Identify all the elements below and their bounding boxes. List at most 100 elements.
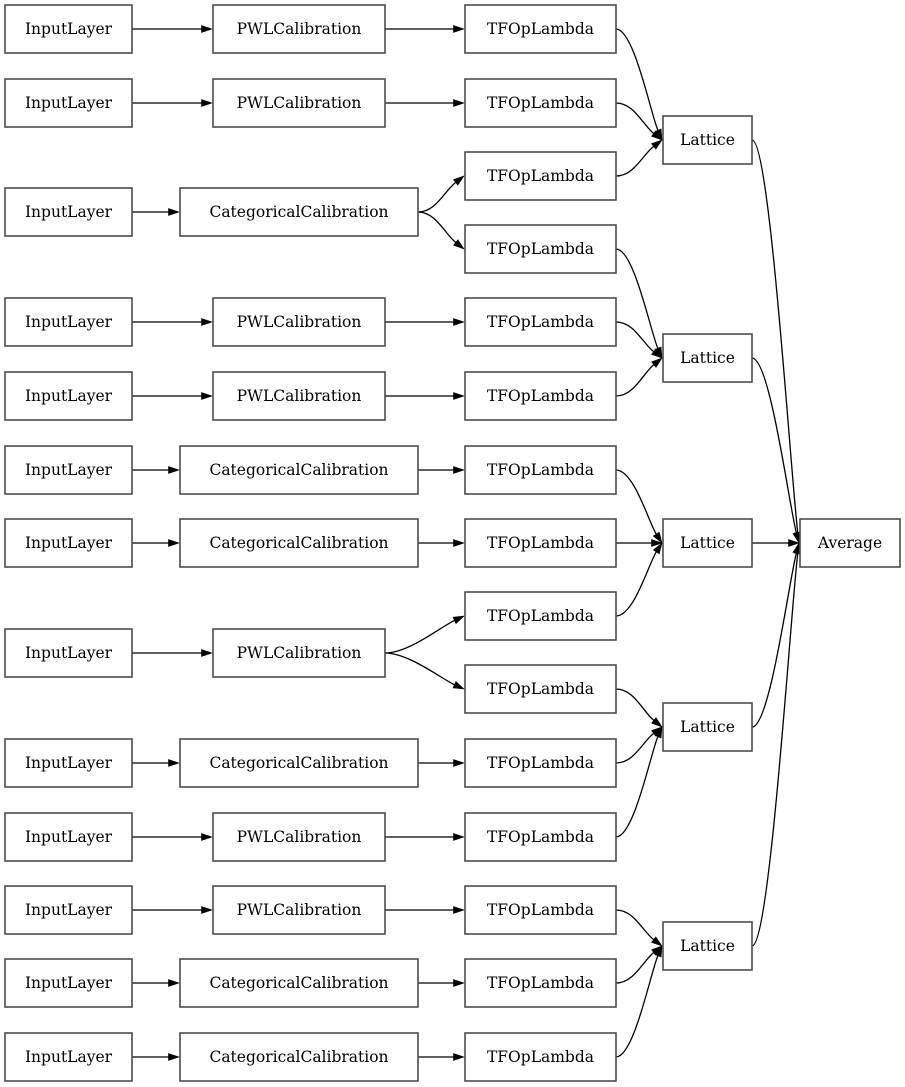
node-box[interactable] (179, 738, 419, 788)
node-box[interactable] (464, 78, 617, 128)
node-categoricalcalibration-cal7[interactable]: CategoricalCalibration (179, 518, 419, 568)
node-tfoplambda-op8[interactable]: TFOpLambda (464, 518, 617, 568)
node-inputlayer-in5[interactable]: InputLayer (4, 371, 133, 421)
node-lattice-lat2[interactable]: Lattice (662, 333, 753, 383)
node-tfoplambda-op6[interactable]: TFOpLambda (464, 371, 617, 421)
node-box[interactable] (662, 333, 753, 383)
node-box[interactable] (464, 738, 617, 788)
node-box[interactable] (212, 297, 386, 347)
node-box[interactable] (4, 371, 133, 421)
node-box[interactable] (179, 445, 419, 495)
node-box[interactable] (4, 518, 133, 568)
node-categoricalcalibration-cal13[interactable]: CategoricalCalibration (179, 1032, 419, 1082)
node-tfoplambda-op14[interactable]: TFOpLambda (464, 958, 617, 1008)
edge-op1-to-lat1 (615, 28, 663, 141)
node-box[interactable] (662, 702, 753, 752)
node-tfoplambda-op4[interactable]: TFOpLambda (464, 224, 617, 274)
node-tfoplambda-op1[interactable]: TFOpLambda (464, 4, 617, 54)
node-box[interactable] (179, 518, 419, 568)
node-pwlcalibration-cal1[interactable]: PWLCalibration (212, 4, 386, 54)
node-pwlcalibration-cal10[interactable]: PWLCalibration (212, 812, 386, 862)
node-pwlcalibration-cal5[interactable]: PWLCalibration (212, 371, 386, 421)
node-inputlayer-in8[interactable]: InputLayer (4, 628, 133, 678)
node-tfoplambda-op2[interactable]: TFOpLambda (464, 78, 617, 128)
node-tfoplambda-op11[interactable]: TFOpLambda (464, 738, 617, 788)
node-inputlayer-in10[interactable]: InputLayer (4, 812, 133, 862)
node-pwlcalibration-cal8[interactable]: PWLCalibration (212, 628, 386, 678)
node-box[interactable] (464, 664, 617, 714)
node-lattice-lat4[interactable]: Lattice (662, 702, 753, 752)
node-pwlcalibration-cal11[interactable]: PWLCalibration (212, 885, 386, 935)
node-inputlayer-in13[interactable]: InputLayer (4, 1032, 133, 1082)
node-inputlayer-in2[interactable]: InputLayer (4, 78, 133, 128)
node-box[interactable] (464, 224, 617, 274)
node-box[interactable] (662, 115, 753, 165)
node-box[interactable] (4, 445, 133, 495)
node-inputlayer-in3[interactable]: InputLayer (4, 187, 133, 237)
node-box[interactable] (464, 885, 617, 935)
node-box[interactable] (4, 187, 133, 237)
node-tfoplambda-op5[interactable]: TFOpLambda (464, 297, 617, 347)
node-categoricalcalibration-cal12[interactable]: CategoricalCalibration (179, 958, 419, 1008)
edge-op5-to-lat2 (615, 321, 663, 359)
node-inputlayer-in11[interactable]: InputLayer (4, 885, 133, 935)
node-categoricalcalibration-cal3[interactable]: CategoricalCalibration (179, 187, 419, 237)
node-inputlayer-in1[interactable]: InputLayer (4, 4, 133, 54)
node-box[interactable] (4, 4, 133, 54)
node-average-avg[interactable]: Average (799, 518, 901, 568)
node-lattice-lat1[interactable]: Lattice (662, 115, 753, 165)
node-box[interactable] (179, 187, 419, 237)
node-inputlayer-in9[interactable]: InputLayer (4, 738, 133, 788)
node-tfoplambda-op15[interactable]: TFOpLambda (464, 1032, 617, 1082)
node-box[interactable] (464, 958, 617, 1008)
node-pwlcalibration-cal4[interactable]: PWLCalibration (212, 297, 386, 347)
node-box[interactable] (4, 738, 133, 788)
node-label: TFOpLambda (487, 1048, 594, 1066)
node-box[interactable] (464, 518, 617, 568)
node-box[interactable] (464, 591, 617, 641)
node-tfoplambda-op9[interactable]: TFOpLambda (464, 591, 617, 641)
node-box[interactable] (662, 518, 753, 568)
node-lattice-lat3[interactable]: Lattice (662, 518, 753, 568)
node-tfoplambda-op12[interactable]: TFOpLambda (464, 812, 617, 862)
node-box[interactable] (4, 297, 133, 347)
node-box[interactable] (464, 4, 617, 54)
node-box[interactable] (662, 921, 753, 971)
node-tfoplambda-op13[interactable]: TFOpLambda (464, 885, 617, 935)
node-tfoplambda-op7[interactable]: TFOpLambda (464, 445, 617, 495)
node-box[interactable] (464, 1032, 617, 1082)
node-pwlcalibration-cal2[interactable]: PWLCalibration (212, 78, 386, 128)
node-inputlayer-in7[interactable]: InputLayer (4, 518, 133, 568)
node-box[interactable] (212, 371, 386, 421)
node-lattice-lat5[interactable]: Lattice (662, 921, 753, 971)
node-box[interactable] (4, 78, 133, 128)
node-box[interactable] (212, 885, 386, 935)
node-box[interactable] (179, 958, 419, 1008)
node-box[interactable] (179, 1032, 419, 1082)
node-box[interactable] (4, 812, 133, 862)
node-box[interactable] (212, 78, 386, 128)
node-box[interactable] (4, 628, 133, 678)
node-box[interactable] (4, 885, 133, 935)
node-box[interactable] (464, 812, 617, 862)
node-box[interactable] (799, 518, 901, 568)
node-categoricalcalibration-cal6[interactable]: CategoricalCalibration (179, 445, 419, 495)
node-box[interactable] (4, 1032, 133, 1082)
node-label: Lattice (680, 718, 735, 736)
node-tfoplambda-op10[interactable]: TFOpLambda (464, 664, 617, 714)
arrowhead-icon (201, 649, 213, 657)
node-box[interactable] (464, 151, 617, 201)
node-box[interactable] (212, 812, 386, 862)
node-box[interactable] (212, 4, 386, 54)
node-box[interactable] (464, 297, 617, 347)
node-box[interactable] (212, 628, 386, 678)
node-tfoplambda-op3[interactable]: TFOpLambda (464, 151, 617, 201)
node-categoricalcalibration-cal9[interactable]: CategoricalCalibration (179, 738, 419, 788)
node-box[interactable] (464, 445, 617, 495)
node-box[interactable] (464, 371, 617, 421)
node-box[interactable] (4, 958, 133, 1008)
node-inputlayer-in6[interactable]: InputLayer (4, 445, 133, 495)
node-inputlayer-in4[interactable]: InputLayer (4, 297, 133, 347)
node-inputlayer-in12[interactable]: InputLayer (4, 958, 133, 1008)
edge-cal7-to-op8 (418, 539, 465, 547)
